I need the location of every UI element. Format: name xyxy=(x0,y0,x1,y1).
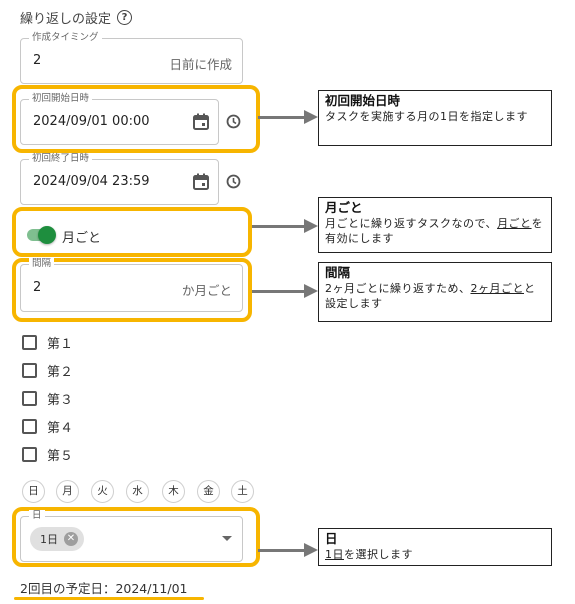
note-day-link: 1日 xyxy=(325,548,344,561)
highlight-interval xyxy=(12,258,252,322)
timing-suffix: 日前に作成 xyxy=(169,57,232,72)
note-interval: 間隔 2ヶ月ごとに繰り返すため、2ヶ月ごとと設定します xyxy=(318,262,552,322)
weekday-fri[interactable]: 金 xyxy=(197,480,220,503)
note-monthly-title: 月ごと xyxy=(325,200,363,215)
arrow-day-head xyxy=(304,543,318,557)
note-interval-text-pre: 2ヶ月ごとに繰り返すため、 xyxy=(325,282,471,295)
end-datetime-field[interactable]: 初回終了日時 2024/09/04 23:59 xyxy=(20,153,219,205)
section-title: 繰り返しの設定 ? xyxy=(20,8,133,27)
checkbox[interactable] xyxy=(22,363,37,378)
interval-suffix: か月ごと xyxy=(181,283,232,298)
end-value: 2024/09/04 23:59 xyxy=(33,174,150,189)
week-checkbox-3[interactable]: 第３ xyxy=(22,389,73,408)
selected-day-chip[interactable]: 1日 ✕ xyxy=(30,527,84,551)
arrow-interval-head xyxy=(304,284,318,298)
clock-icon[interactable] xyxy=(226,174,241,189)
note-start: 初回開始日時 タスクを実施する月の1日を指定します xyxy=(318,90,552,146)
weekday-mon[interactable]: 月 xyxy=(56,480,79,503)
arrow-day xyxy=(258,549,308,552)
next-schedule: 2回目の予定日：2024/11/01 xyxy=(20,581,188,596)
calendar-icon[interactable] xyxy=(193,113,209,130)
highlight-monthly xyxy=(12,207,252,257)
monthly-label: 月ごと xyxy=(62,231,102,246)
note-interval-title: 間隔 xyxy=(325,265,351,280)
arrow-monthly xyxy=(252,225,308,228)
checkbox[interactable] xyxy=(22,391,37,406)
weekday-wed[interactable]: 水 xyxy=(126,480,149,503)
arrow-monthly-head xyxy=(304,219,318,233)
close-icon[interactable]: ✕ xyxy=(64,532,78,546)
start-label: 初回開始日時 xyxy=(29,93,93,105)
chip-label: 1日 xyxy=(40,533,58,546)
note-monthly-text: 月ごとに繰り返すタスクなので、月ごとを有効にします xyxy=(325,216,545,246)
weekday-thu[interactable]: 木 xyxy=(162,480,185,503)
note-day: 日 1日を選択します xyxy=(318,528,552,566)
week-label: 第１ xyxy=(47,337,74,352)
weekday-sun[interactable]: 日 xyxy=(22,480,45,503)
note-monthly: 月ごと 月ごとに繰り返すタスクなので、月ごとを有効にします xyxy=(318,197,552,253)
highlight-next-schedule xyxy=(14,597,204,600)
note-interval-link: 2ヶ月ごと xyxy=(470,282,524,295)
week-checkbox-1[interactable]: 第１ xyxy=(22,333,73,352)
calendar-icon[interactable] xyxy=(193,173,209,190)
highlight-start xyxy=(12,85,260,153)
note-monthly-text-post: を有効にします xyxy=(325,217,544,245)
help-circle-icon[interactable]: ? xyxy=(117,10,133,25)
checkbox[interactable] xyxy=(22,335,37,350)
note-monthly-text-pre: 月ごとに繰り返すタスクなので、 xyxy=(325,217,498,230)
note-monthly-link: 月ごと xyxy=(497,217,532,230)
interval-field[interactable]: 間隔 2 か月ごと xyxy=(20,258,243,312)
start-value: 2024/09/01 00:00 xyxy=(33,114,150,129)
day-select-label: 日 xyxy=(29,510,45,522)
week-label: 第４ xyxy=(47,421,74,436)
timing-value: 2 xyxy=(33,53,42,68)
note-start-title: 初回開始日時 xyxy=(325,93,401,108)
week-label: 第２ xyxy=(47,365,74,380)
checkbox[interactable] xyxy=(22,447,37,462)
week-label: 第３ xyxy=(47,393,74,408)
chevron-down-icon[interactable] xyxy=(222,536,232,542)
week-label: 第５ xyxy=(47,449,74,464)
checkbox[interactable] xyxy=(22,419,37,434)
week-checkbox-5[interactable]: 第５ xyxy=(22,445,73,464)
note-start-text: タスクを実施する月の1日を指定します xyxy=(325,110,528,123)
arrow-interval xyxy=(252,290,308,293)
arrow-start-head xyxy=(304,110,318,124)
section-title-text: 繰り返しの設定 xyxy=(20,12,112,27)
week-checkbox-2[interactable]: 第２ xyxy=(22,361,73,380)
week-checkbox-4[interactable]: 第４ xyxy=(22,417,73,436)
timing-field[interactable]: 作成タイミング 2 日前に作成 xyxy=(20,32,243,84)
arrow-start xyxy=(258,116,308,119)
toggle-knob[interactable] xyxy=(38,226,56,244)
interval-label: 間隔 xyxy=(29,258,55,270)
start-datetime-field[interactable]: 初回開始日時 2024/09/01 00:00 xyxy=(20,93,219,145)
weekday-tue[interactable]: 火 xyxy=(91,480,114,503)
weekday-sat[interactable]: 土 xyxy=(231,480,254,503)
timing-label: 作成タイミング xyxy=(29,32,102,44)
note-day-text: 1日を選択します xyxy=(325,547,545,562)
clock-icon[interactable] xyxy=(226,114,241,129)
end-label: 初回終了日時 xyxy=(29,153,93,165)
note-day-text-post: を選択します xyxy=(344,548,413,561)
note-interval-text: 2ヶ月ごとに繰り返すため、2ヶ月ごとと設定します xyxy=(325,281,545,311)
note-day-title: 日 xyxy=(325,531,338,546)
highlight-day xyxy=(12,507,260,567)
interval-value: 2 xyxy=(33,280,42,295)
note-interval-text-post: と設定します xyxy=(325,282,536,310)
